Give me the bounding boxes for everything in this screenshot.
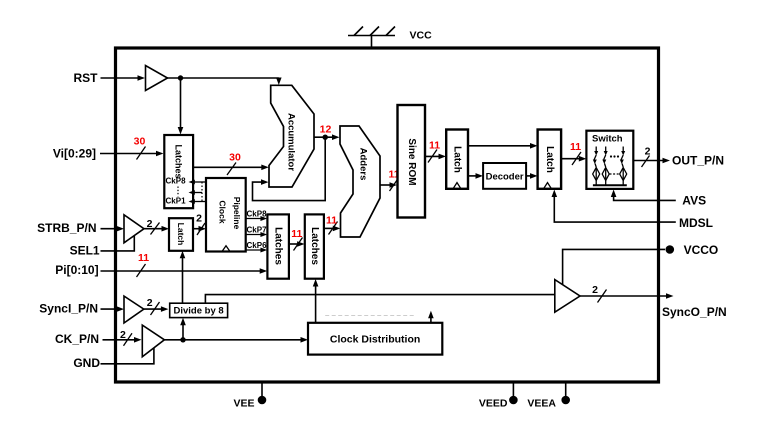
svg-text:VEEA: VEEA <box>527 398 556 410</box>
svg-text:SyncO_P/N: SyncO_P/N <box>662 305 727 319</box>
svg-text:SEL1: SEL1 <box>70 243 100 257</box>
svg-text:Decoder: Decoder <box>486 172 524 183</box>
svg-text:11: 11 <box>291 228 302 240</box>
svg-text:AVS: AVS <box>682 194 706 208</box>
svg-text:Switch: Switch <box>592 133 623 144</box>
svg-text:2: 2 <box>592 284 598 296</box>
svg-text:11: 11 <box>429 140 440 152</box>
svg-text:30: 30 <box>229 152 241 164</box>
svg-text:CkP1: CkP1 <box>166 197 187 206</box>
svg-text:Clock: Clock <box>218 200 228 223</box>
svg-text:12: 12 <box>320 124 332 136</box>
svg-text:Pi[0:10]: Pi[0:10] <box>55 263 98 277</box>
svg-text:Vi[0:29]: Vi[0:29] <box>53 147 96 161</box>
svg-text:VCCO: VCCO <box>684 243 719 257</box>
svg-text:Pipeline: Pipeline <box>232 197 242 230</box>
svg-text:VEE: VEE <box>233 398 254 410</box>
svg-text:Latch: Latch <box>452 146 463 173</box>
svg-text:11: 11 <box>138 252 149 264</box>
svg-text:Accumulator: Accumulator <box>286 113 297 171</box>
svg-text:Clock Distribution: Clock Distribution <box>330 334 420 346</box>
svg-text:SyncI_P/N: SyncI_P/N <box>39 301 98 315</box>
svg-text:2: 2 <box>645 146 651 158</box>
svg-text:Sine ROM: Sine ROM <box>406 138 417 185</box>
svg-text:CkP8: CkP8 <box>166 177 187 186</box>
svg-text:Divide by 8: Divide by 8 <box>174 306 224 317</box>
svg-text:2: 2 <box>120 329 126 341</box>
svg-text:Latches: Latches <box>174 144 184 178</box>
svg-text:30: 30 <box>134 136 146 148</box>
svg-text:OUT_P/N: OUT_P/N <box>672 154 724 168</box>
svg-text:VCC: VCC <box>410 30 433 42</box>
svg-text:2: 2 <box>147 297 153 309</box>
svg-text:VEED: VEED <box>479 398 508 410</box>
svg-text:2: 2 <box>196 213 202 225</box>
svg-text:Latch: Latch <box>544 146 555 173</box>
svg-text:STRB_P/N: STRB_P/N <box>37 221 96 235</box>
svg-text:11: 11 <box>388 169 399 181</box>
svg-text:Latch: Latch <box>176 223 186 246</box>
svg-text:Latches: Latches <box>309 227 320 265</box>
svg-text:11: 11 <box>326 215 337 227</box>
svg-text:GND: GND <box>73 356 100 370</box>
svg-text:CkP6: CkP6 <box>247 241 268 250</box>
svg-text:Latches: Latches <box>273 227 284 265</box>
svg-text:CK_P/N: CK_P/N <box>55 332 99 346</box>
svg-text:CkP8: CkP8 <box>247 210 268 219</box>
svg-text:MDSL: MDSL <box>679 216 713 230</box>
svg-text:RST: RST <box>74 71 99 85</box>
svg-text:2: 2 <box>147 218 153 230</box>
svg-text:11: 11 <box>570 141 581 153</box>
svg-text:CkP7: CkP7 <box>247 226 268 235</box>
svg-text:Adders: Adders <box>358 148 369 181</box>
